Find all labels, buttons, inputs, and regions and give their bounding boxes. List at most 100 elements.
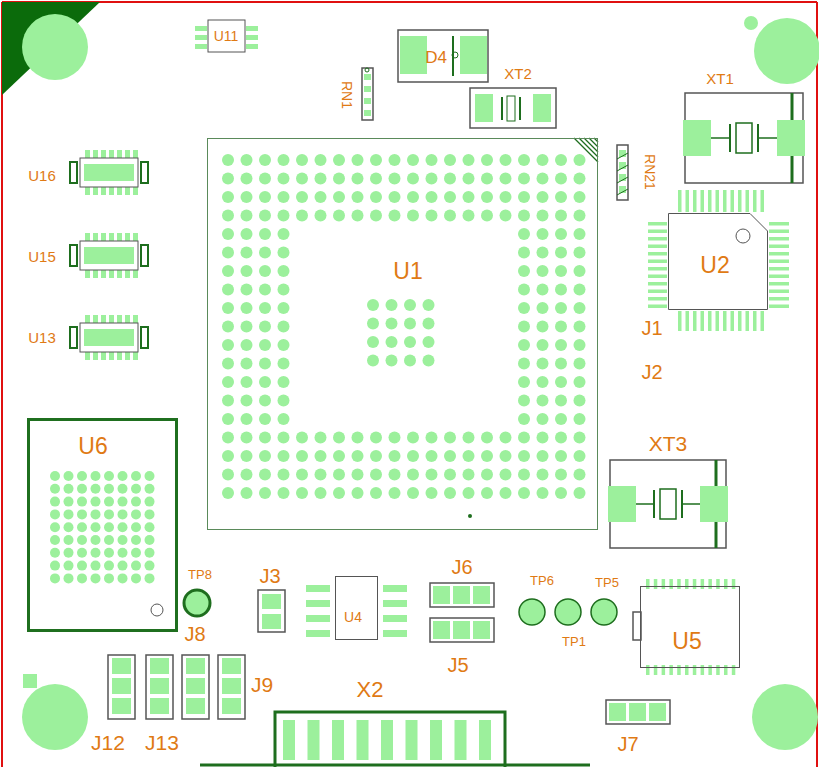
board-edge [816, 2, 818, 767]
pad [125, 187, 130, 195]
pad [648, 297, 667, 301]
ball [222, 487, 234, 499]
pad [769, 260, 789, 264]
pad [93, 150, 98, 158]
ball [367, 318, 379, 330]
component-body: U6 [27, 418, 178, 632]
ball [518, 450, 530, 462]
ball [222, 395, 234, 407]
ball [241, 413, 253, 425]
pad [85, 150, 90, 158]
ball [131, 535, 141, 545]
pad [246, 26, 258, 31]
ball [518, 284, 530, 296]
pad [746, 311, 750, 331]
pad [769, 297, 789, 301]
pad [769, 305, 789, 309]
ball [518, 247, 530, 259]
pad [133, 233, 138, 241]
ball [352, 210, 364, 222]
jumper-outline [258, 590, 285, 632]
ball [352, 191, 364, 203]
ball [444, 469, 456, 481]
ball [241, 469, 253, 481]
ball [370, 210, 382, 222]
ball [444, 191, 456, 203]
mounting-hole [754, 18, 819, 84]
pad [85, 233, 90, 241]
pad [84, 247, 134, 264]
ball [64, 471, 74, 481]
ball [241, 450, 253, 462]
ball [574, 395, 586, 407]
reference-designator: J2 [641, 362, 662, 382]
ball [426, 154, 438, 166]
pad [677, 665, 681, 675]
ball [259, 191, 271, 203]
ball [426, 191, 438, 203]
pad [246, 35, 258, 40]
ball [241, 191, 253, 203]
ball [555, 432, 567, 444]
pad [731, 311, 735, 331]
ball [259, 210, 271, 222]
component-body: U2 [668, 213, 768, 310]
ball [574, 247, 586, 259]
ball [352, 173, 364, 185]
crystal-symbol [507, 96, 515, 121]
ball [278, 265, 290, 277]
ball [118, 509, 128, 519]
ball [463, 173, 475, 185]
component-body: U1 [207, 138, 598, 530]
ball [64, 548, 74, 558]
ball [481, 154, 493, 166]
ball [426, 450, 438, 462]
ball [574, 487, 586, 499]
ball [407, 173, 419, 185]
ball [367, 355, 379, 367]
ball [64, 535, 74, 545]
pad [117, 187, 122, 195]
ball [370, 432, 382, 444]
ball [518, 302, 530, 314]
pad [769, 237, 789, 241]
ball [574, 358, 586, 370]
ball [537, 469, 549, 481]
pad [693, 665, 697, 675]
ball [518, 358, 530, 370]
ball [518, 154, 530, 166]
reference-designator: RN1 [340, 81, 354, 109]
ball [64, 497, 74, 507]
pad [685, 665, 689, 675]
pin1-mark [151, 604, 163, 616]
ball [352, 487, 364, 499]
pad [109, 315, 114, 323]
ball [222, 284, 234, 296]
ball [333, 210, 345, 222]
reference-designator: J12 [91, 732, 125, 753]
pin1-hatch [579, 138, 598, 157]
ball [222, 413, 234, 425]
pad [701, 190, 705, 212]
hatch [617, 165, 628, 171]
ball [222, 358, 234, 370]
pad [473, 586, 490, 604]
ball [463, 210, 475, 222]
pad [648, 305, 667, 309]
ball [259, 228, 271, 240]
pad [381, 720, 393, 760]
ball [404, 299, 416, 311]
ball [352, 469, 364, 481]
ball [555, 395, 567, 407]
pad [186, 698, 205, 714]
pad [686, 190, 690, 212]
ball [367, 299, 379, 311]
ball [296, 432, 308, 444]
ball [518, 173, 530, 185]
ball [481, 450, 493, 462]
pad [93, 233, 98, 241]
pad [84, 164, 134, 181]
reference-designator: U11 [214, 29, 239, 43]
ball [278, 358, 290, 370]
ball [518, 432, 530, 444]
